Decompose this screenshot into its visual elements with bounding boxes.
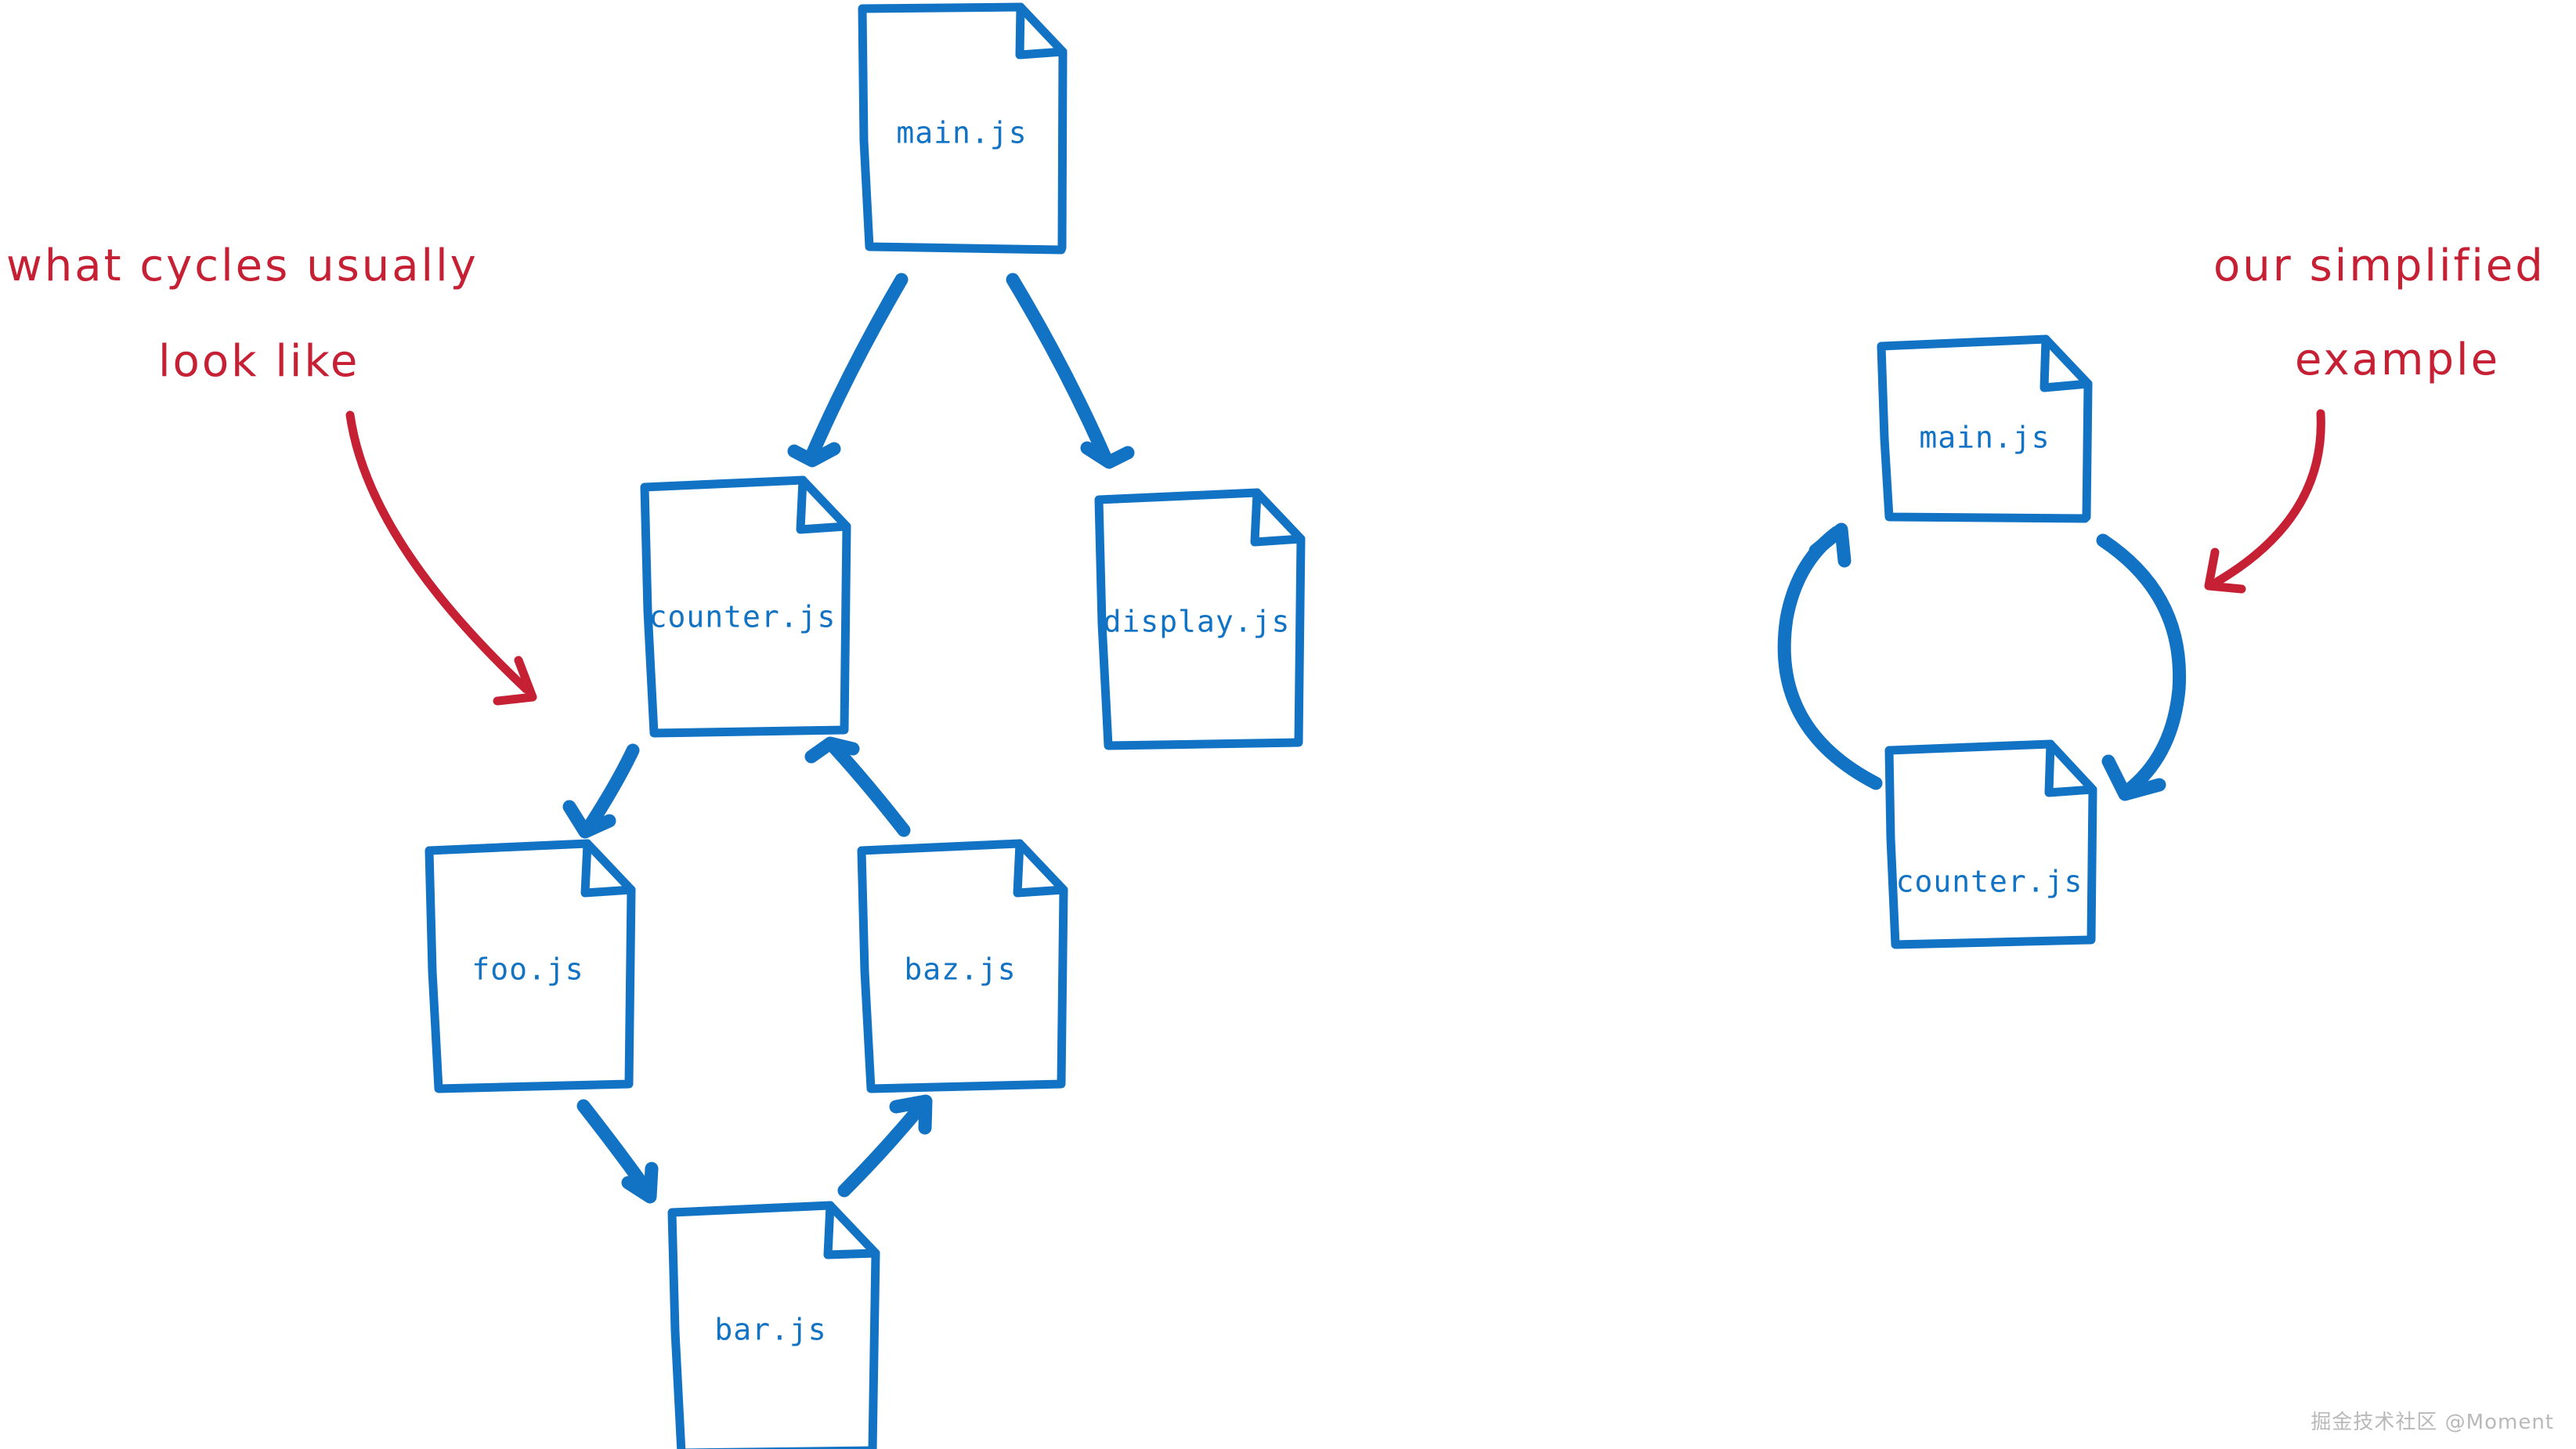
node-foo-js[interactable]: foo.js xyxy=(425,839,636,1093)
edge-bar-to-baz xyxy=(837,1094,933,1198)
node-label: counter.js xyxy=(1896,865,2083,899)
node-label: bar.js xyxy=(714,1313,826,1347)
page-fold-icon xyxy=(1015,2,1068,60)
edge-main-to-counter xyxy=(787,273,909,468)
page-fold-icon xyxy=(823,1201,880,1259)
node-label: display.js xyxy=(1104,605,1291,639)
node-baz-js[interactable]: baz.js xyxy=(857,839,1068,1093)
node-counter-js[interactable]: counter.js xyxy=(640,475,851,738)
node-display-js[interactable]: display.js xyxy=(1094,488,1306,750)
node-label: baz.js xyxy=(904,952,1016,987)
edge-main-to-display xyxy=(1006,273,1135,469)
node-label: main.js xyxy=(896,116,1027,150)
page-fold-icon xyxy=(1250,488,1306,547)
edge-foo-to-bar xyxy=(576,1099,659,1204)
node-main-js[interactable]: main.js xyxy=(858,2,1068,255)
page-fold-icon xyxy=(2039,334,2093,392)
annotation-arrow-left xyxy=(345,410,537,706)
watermark: 掘金技术社区 @Moment xyxy=(2310,1411,2554,1434)
annotation-right-line2: example xyxy=(2295,334,2500,385)
file-shape xyxy=(1884,739,2097,949)
page-fold-icon xyxy=(2044,739,2097,797)
page-fold-icon xyxy=(1013,839,1068,898)
edge-baz-to-counter xyxy=(804,736,911,837)
edge-cycle-counter-to-main xyxy=(1777,522,1883,790)
page-fold-icon xyxy=(796,475,851,534)
file-shape xyxy=(1877,334,2093,523)
edge-cycle-main-to-counter xyxy=(2096,533,2187,801)
annotation-right-line1: our simplified xyxy=(2213,240,2545,291)
node-label: main.js xyxy=(1919,421,2050,455)
annotation-left-line1: what cycles usually xyxy=(6,240,479,291)
node-main-js-cycle[interactable]: main.js xyxy=(1877,334,2093,523)
node-label: foo.js xyxy=(471,952,583,987)
node-counter-js-cycle[interactable]: counter.js xyxy=(1884,739,2097,949)
edge-counter-to-foo xyxy=(562,743,640,839)
annotation-arrow-right xyxy=(2204,409,2325,594)
node-label: counter.js xyxy=(649,600,836,634)
node-bar-js[interactable]: bar.js xyxy=(667,1201,880,1449)
page-fold-icon xyxy=(580,839,636,898)
annotation-left-line2: look like xyxy=(158,336,359,387)
file-shape xyxy=(858,2,1068,255)
